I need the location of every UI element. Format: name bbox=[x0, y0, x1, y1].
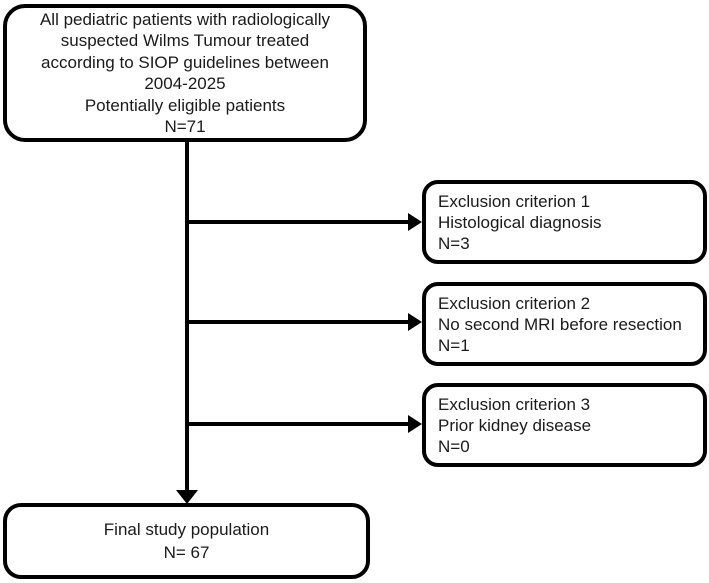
exclusion-3-count: N=0 bbox=[438, 436, 470, 456]
exclusion-box-3: Exclusion criterion 3 Prior kidney disea… bbox=[422, 383, 707, 467]
right-arrowhead-icon-1 bbox=[408, 213, 422, 231]
eligible-box-line-5: Potentially eligible patients bbox=[84, 95, 286, 115]
branch-line-1 bbox=[187, 220, 408, 224]
down-arrowhead-icon bbox=[176, 490, 198, 504]
final-box-count: N= 67 bbox=[163, 543, 210, 562]
right-arrowhead-icon-3 bbox=[408, 415, 422, 433]
exclusion-2-count: N=1 bbox=[438, 335, 470, 355]
exclusion-1-count: N=3 bbox=[438, 233, 470, 253]
branch-line-2 bbox=[187, 320, 408, 324]
branch-line-3 bbox=[187, 422, 408, 426]
exclusion-box-2: Exclusion criterion 2 No second MRI befo… bbox=[422, 282, 707, 366]
final-box-line-1: Final study population bbox=[103, 520, 270, 539]
eligible-box-line-3: according to SIOP guidelines between bbox=[41, 52, 329, 72]
vertical-connector-line bbox=[185, 141, 189, 491]
eligible-box-count: N=71 bbox=[164, 117, 206, 136]
exclusion-box-1: Exclusion criterion 1 Histological diagn… bbox=[422, 180, 707, 264]
exclusion-3-reason: Prior kidney disease bbox=[438, 415, 592, 435]
exclusion-2-title: Exclusion criterion 2 bbox=[438, 293, 591, 313]
exclusion-1-reason: Histological diagnosis bbox=[438, 212, 602, 232]
eligible-box-line-4: 2004-2025 bbox=[144, 74, 226, 93]
final-population-box: Final study population N= 67 bbox=[3, 503, 370, 579]
exclusion-2-reason: No second MRI before resection bbox=[438, 314, 682, 334]
eligible-patients-box: All pediatric patients with radiological… bbox=[3, 4, 367, 142]
exclusion-1-title: Exclusion criterion 1 bbox=[438, 191, 591, 211]
exclusion-3-title: Exclusion criterion 3 bbox=[438, 394, 591, 414]
right-arrowhead-icon-2 bbox=[408, 313, 422, 331]
eligible-box-line-1: All pediatric patients with radiological… bbox=[39, 9, 331, 29]
eligible-box-line-2: suspected Wilms Tumour treated bbox=[60, 31, 310, 50]
